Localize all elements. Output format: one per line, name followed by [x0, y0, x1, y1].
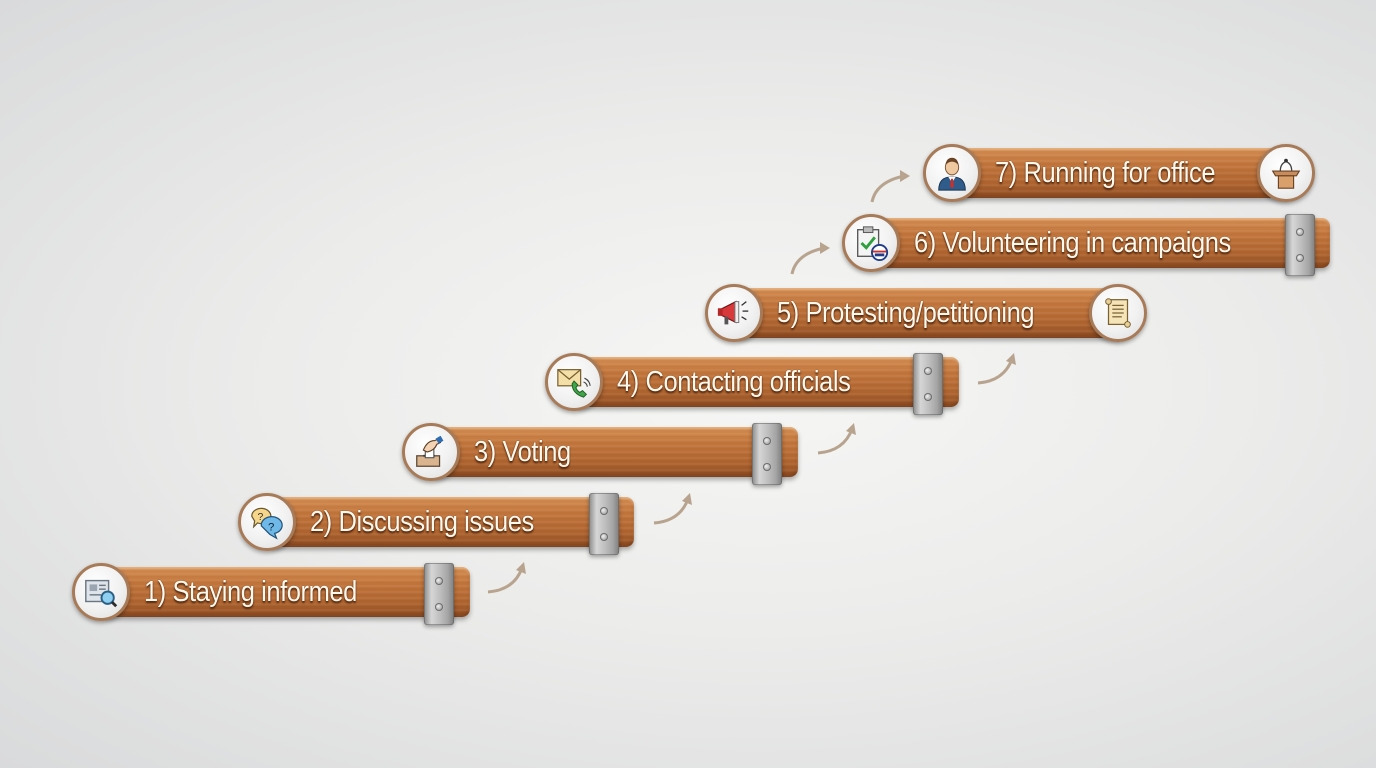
metal-clamp	[1285, 214, 1315, 276]
step-label: 7) Running for office	[995, 157, 1216, 189]
speech-bubbles-question-icon: ??	[238, 493, 296, 551]
wood-plank	[872, 218, 1330, 268]
newspaper-magnifier-icon	[72, 563, 130, 621]
step-7-running-for-office: 7) Running for office	[923, 144, 1323, 202]
step-label: 2) Discussing issues	[310, 506, 534, 538]
metal-clamp	[424, 563, 454, 625]
ballot-box-hand-icon	[402, 423, 460, 481]
step-5-protesting-petitioning: 5) Protesting/petitioning	[705, 284, 1155, 342]
step-2-discussing-issues: ?? 2) Discussing issues	[238, 493, 638, 555]
step-label: 6) Volunteering in campaigns	[914, 227, 1231, 259]
metal-clamp	[913, 353, 943, 415]
step-3-voting: 3) Voting	[402, 423, 802, 485]
metal-clamp	[752, 423, 782, 485]
wood-plank	[953, 148, 1293, 198]
step-1-staying-informed: 1) Staying informed	[72, 563, 472, 625]
curved-arrow-icon	[487, 562, 526, 594]
curved-arrow-icon	[790, 242, 830, 275]
wood-plank	[432, 427, 798, 477]
wood-plank	[102, 567, 470, 617]
step-4-contacting-officials: 4) Contacting officials	[545, 353, 965, 415]
podium-microphone-icon	[1257, 144, 1315, 202]
metal-clamp	[589, 493, 619, 555]
curved-arrow-icon	[870, 170, 910, 203]
step-label: 1) Staying informed	[144, 576, 357, 608]
megaphone-icon	[705, 284, 763, 342]
politician-person-icon	[923, 144, 981, 202]
step-label: 4) Contacting officials	[617, 366, 851, 398]
step-label: 3) Voting	[474, 436, 571, 468]
scroll-petition-icon	[1089, 284, 1147, 342]
step-label: 5) Protesting/petitioning	[777, 297, 1035, 329]
wood-plank	[735, 288, 1125, 338]
wood-plank	[268, 497, 634, 547]
svg-text:?: ?	[268, 522, 274, 534]
step-6-volunteering-in-campaigns: 6) Volunteering in campaigns	[842, 214, 1342, 276]
wood-plank	[575, 357, 959, 407]
svg-text:?: ?	[258, 512, 264, 523]
clipboard-checkmark-badge-icon	[842, 214, 900, 272]
curved-arrow-icon	[817, 423, 856, 455]
envelope-phone-icon	[545, 353, 603, 411]
curved-arrow-icon	[977, 353, 1016, 385]
curved-arrow-icon	[653, 493, 692, 525]
